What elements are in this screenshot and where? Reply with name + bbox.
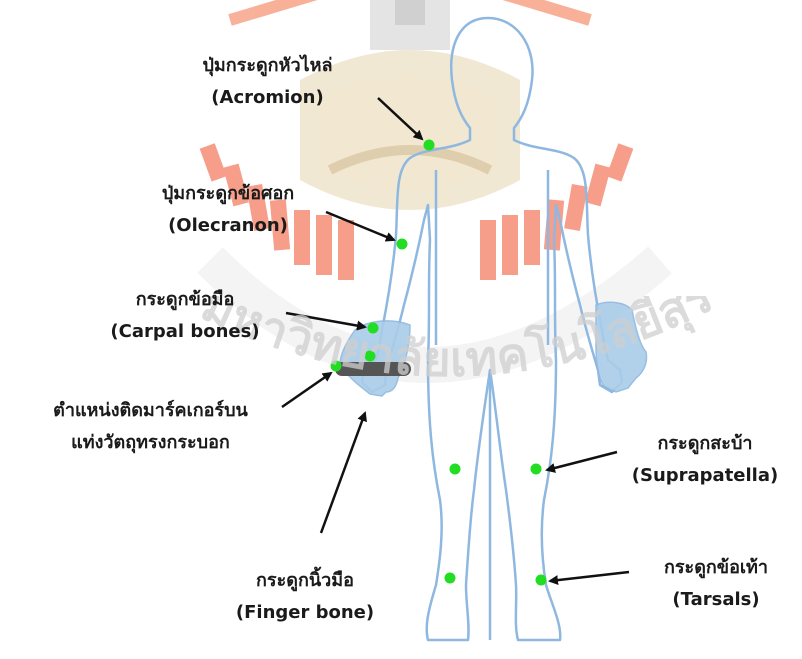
marker-carpal — [368, 323, 379, 334]
label-marker-cylinder-line2: แท่งวัตถุทรงกระบอก — [8, 427, 293, 459]
label-carpal: กระดูกข้อมือ (Carpal bones) — [85, 284, 285, 348]
label-acromion: ปุ่มกระดูกหัวไหล่ (Acromion) — [160, 50, 375, 114]
label-patella-english: (Suprapatella) — [610, 460, 800, 492]
arrow-finger — [321, 413, 365, 533]
marker-cylinder — [331, 361, 342, 372]
label-patella: กระดูกสะบ้า (Suprapatella) — [610, 428, 800, 492]
right-hand-shape — [596, 302, 647, 392]
label-carpal-thai: กระดูกข้อมือ — [85, 284, 285, 316]
label-olecranon: ปุ่มกระดูกข้อศอก (Olecranon) — [128, 178, 328, 242]
label-olecranon-english: (Olecranon) — [128, 210, 328, 242]
marker-olecranon — [397, 239, 408, 250]
label-tarsals: กระดูกข้อเท้า (Tarsals) — [630, 552, 802, 616]
marker-ankle-right — [536, 575, 547, 586]
label-finger-thai: กระดูกนิ้วมือ — [215, 565, 395, 597]
label-marker-cylinder: ตำแหน่งติดมาร์คเกอร์บน แท่งวัตถุทรงกระบอ… — [8, 395, 293, 459]
label-tarsals-english: (Tarsals) — [630, 584, 802, 616]
marker-knee-right — [531, 464, 542, 475]
marker-finger — [365, 351, 376, 362]
label-carpal-english: (Carpal bones) — [85, 316, 285, 348]
label-acromion-english: (Acromion) — [160, 82, 375, 114]
arrow-patella — [547, 452, 617, 470]
label-acromion-thai: ปุ่มกระดูกหัวไหล่ — [160, 50, 375, 82]
marker-knee-left — [450, 464, 461, 475]
marker-ankle-left — [445, 573, 456, 584]
label-finger: กระดูกนิ้วมือ (Finger bone) — [215, 565, 395, 629]
label-olecranon-thai: ปุ่มกระดูกข้อศอก — [128, 178, 328, 210]
arrow-tarsals — [550, 572, 629, 581]
cylinder-object — [335, 362, 411, 376]
arrow-olecranon — [326, 212, 394, 240]
label-patella-thai: กระดูกสะบ้า — [610, 428, 800, 460]
label-finger-english: (Finger bone) — [215, 597, 395, 629]
marker-acromion — [424, 140, 435, 151]
label-tarsals-thai: กระดูกข้อเท้า — [630, 552, 802, 584]
label-marker-cylinder-line1: ตำแหน่งติดมาร์คเกอร์บน — [8, 395, 293, 427]
